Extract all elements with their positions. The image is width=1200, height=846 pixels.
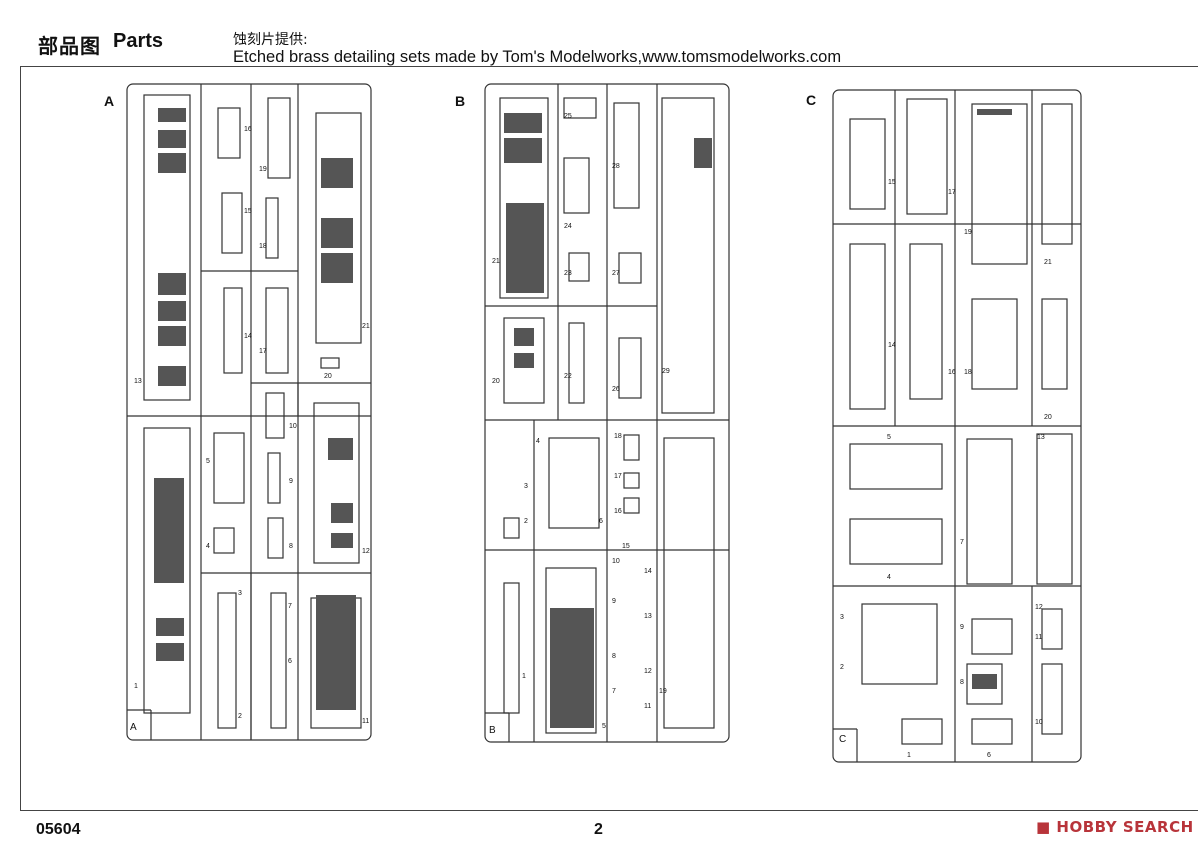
sprue-a-part-19: 19 (259, 166, 267, 173)
sprue-c-part-21: 21 (1044, 259, 1052, 266)
sprue-a-part-7: 7 (288, 603, 292, 610)
sprue-c-corner-letter: C (839, 734, 847, 745)
sprue-c-part-6: 6 (987, 752, 991, 759)
sprue-a-part-16: 16 (244, 126, 252, 133)
sprue-b-part-7: 7 (612, 688, 616, 695)
sprue-c-part-16: 16 (948, 369, 956, 376)
sprue-b-part-26: 26 (612, 386, 620, 393)
sprue-b-part-4: 4 (536, 438, 540, 445)
sprue-b-corner-letter: B (489, 725, 496, 736)
sprue-b-part-29: 29 (662, 368, 670, 375)
product-code: 05604 (36, 821, 81, 838)
sprue-c-letter: C (806, 92, 817, 108)
sprue-c-part-3: 3 (840, 614, 844, 621)
sprue-b-part-8: 8 (612, 653, 616, 660)
watermark-logo: ■ HOBBY SEARCH (1036, 818, 1194, 836)
sprue-b-part-18: 18 (614, 433, 622, 440)
sprue-b-part-3: 3 (524, 483, 528, 490)
sprue-c-drawing: 15 17 19 21 14 16 18 20 5 4 7 13 3 2 9 8… (832, 89, 1082, 763)
sprue-b-letter: B (455, 93, 466, 109)
sprue-b-part-9: 9 (612, 598, 616, 605)
frame-left-line (20, 66, 21, 811)
sprue-b-part-27: 27 (612, 270, 620, 277)
sprue-b-part-19: 19 (659, 688, 667, 695)
sprue-b-part-21: 21 (492, 258, 500, 265)
sprue-c-part-10: 10 (1035, 719, 1043, 726)
sprue-a-part-20: 20 (324, 373, 332, 380)
sprue-b-part-17: 17 (614, 473, 622, 480)
sprue-a-letter: A (104, 93, 115, 109)
sprue-a-part-2: 2 (238, 713, 242, 720)
sprue-b-part-11: 11 (644, 703, 651, 710)
sprue-b-part-15: 15 (622, 543, 630, 550)
sprue-b-part-13: 13 (644, 613, 652, 620)
sprue-a-part-18: 18 (259, 243, 267, 250)
sprue-c-part-14: 14 (888, 342, 896, 349)
sprue-a-corner-letter: A (130, 722, 137, 733)
sprue-b-part-14: 14 (644, 568, 652, 575)
sprue-a-part-15: 15 (244, 208, 252, 215)
sprue-a-part-1: 1 (134, 683, 138, 690)
sprue-c-part-20: 20 (1044, 414, 1052, 421)
sprue-c-part-13: 13 (1037, 434, 1045, 441)
sprue-b: 21 20 25 24 23 22 28 27 26 29 4 3 2 6 18… (484, 83, 732, 745)
sprue-c-part-11: 11 (1035, 634, 1042, 641)
sprue-b-part-25: 25 (564, 113, 572, 120)
sprue-c-part-5: 5 (887, 434, 891, 441)
sprue-a-part-5: 5 (206, 458, 210, 465)
sprue-a-part-12: 12 (362, 548, 370, 555)
sprue-b-part-20: 20 (492, 378, 500, 385)
sprue-a-part-21: 21 (362, 323, 370, 330)
sprue-b-part-22: 22 (564, 373, 572, 380)
sprue-b-part-23: 23 (564, 270, 572, 277)
sprue-a-drawing: 13 1 16 15 19 18 14 17 21 20 5 4 10 9 8 … (126, 83, 372, 741)
sprue-a-part-6: 6 (288, 658, 292, 665)
watermark-icon: ■ (1036, 818, 1051, 836)
credit-english: Etched brass detailing sets made by Tom'… (233, 48, 842, 66)
sprue-a: 13 1 16 15 19 18 14 17 21 20 5 4 10 9 8 … (126, 83, 374, 743)
frame-bottom-line (20, 810, 1198, 811)
sprue-c-part-2: 2 (840, 664, 844, 671)
sprue-b-drawing: 21 20 25 24 23 22 28 27 26 29 4 3 2 6 18… (484, 83, 730, 743)
sprue-b-part-5: 5 (602, 723, 606, 730)
sprue-a-part-8: 8 (289, 543, 293, 550)
sprue-a-part-11: 11 (362, 718, 369, 725)
sprue-a-part-4: 4 (206, 543, 210, 550)
sprue-c: 15 17 19 21 14 16 18 20 5 4 7 13 3 2 9 8… (832, 89, 1084, 765)
title-chinese: 部品图 (38, 34, 101, 58)
sprue-a-part-9: 9 (289, 478, 293, 485)
sprue-b-part-24: 24 (564, 223, 572, 230)
sprue-c-part-8: 8 (960, 679, 964, 686)
sprue-b-part-28: 28 (612, 163, 620, 170)
sprue-b-part-2: 2 (524, 518, 528, 525)
sprue-b-part-1: 1 (522, 673, 526, 680)
sprue-b-part-10: 10 (612, 558, 620, 565)
sprue-b-part-12: 12 (644, 668, 652, 675)
sprue-c-part-19: 19 (964, 229, 972, 236)
sprue-c-part-15: 15 (888, 179, 896, 186)
sprue-c-part-9: 9 (960, 624, 964, 631)
sprue-b-part-6: 6 (599, 518, 603, 525)
sprue-b-part-16: 16 (614, 508, 622, 515)
sprue-a-part-17: 17 (259, 348, 267, 355)
watermark-text: HOBBY SEARCH (1056, 818, 1194, 836)
sprue-c-part-17: 17 (948, 189, 956, 196)
sprue-c-part-4: 4 (887, 574, 891, 581)
title-english: Parts (113, 30, 164, 52)
sprue-c-part-12: 12 (1035, 604, 1043, 611)
sprue-c-part-18: 18 (964, 369, 972, 376)
sprue-a-part-3: 3 (238, 590, 242, 597)
sprue-a-part-10: 10 (289, 423, 297, 430)
sprue-c-part-1: 1 (907, 752, 911, 759)
page-number: 2 (594, 821, 603, 838)
credit-chinese: 蚀刻片提供: (233, 32, 308, 48)
frame-top-line (20, 66, 1198, 67)
sprue-a-part-13: 13 (134, 378, 142, 385)
sprue-a-part-14: 14 (244, 333, 252, 340)
sprue-c-part-7: 7 (960, 539, 964, 546)
